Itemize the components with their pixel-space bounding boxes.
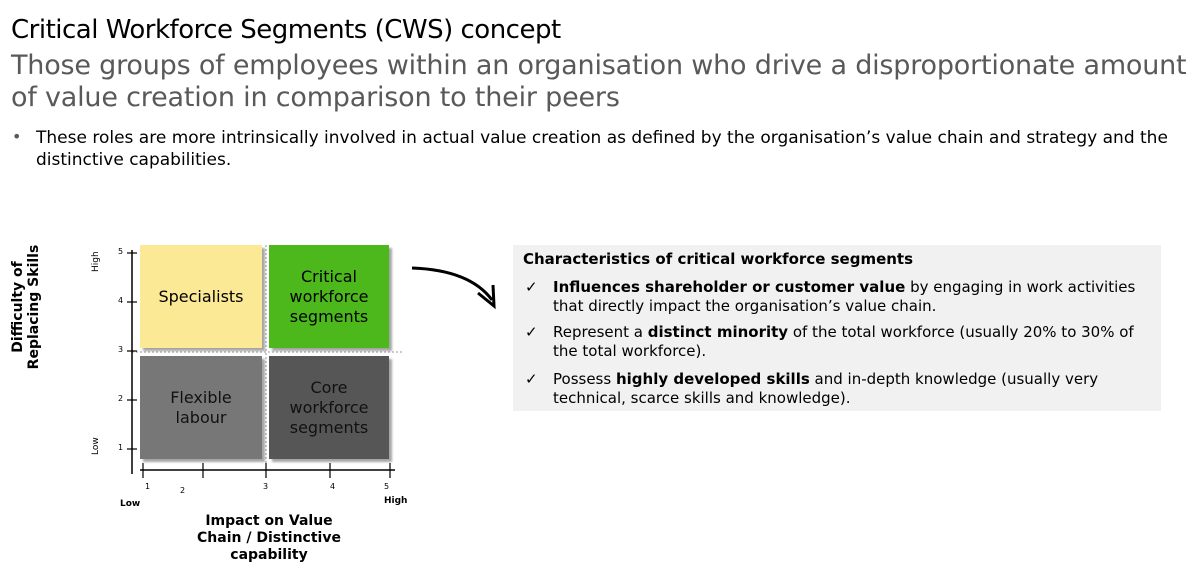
flexible-label-line-2: labour (175, 407, 227, 427)
characteristic-bold-1: Influences shareholder or customer value (553, 278, 906, 296)
arrow-head-icon (477, 284, 496, 310)
x-tick-label-3: 3 (263, 482, 269, 491)
x-axis-title: Impact on Value Chain / Distinctive capa… (190, 513, 348, 564)
characteristic-rest-2: of the total workforce (usually 20% to 3… (553, 323, 1134, 360)
core-label-line-2: workforce (289, 397, 369, 417)
check-icon: ✓ (525, 323, 538, 341)
y-axis-title-line-1: Difficulty of (10, 261, 26, 353)
characteristic-rest-1: by engaging in work activities that dire… (553, 278, 1136, 315)
characteristics-title: Characteristics of critical workforce se… (523, 250, 914, 268)
x-axis-title-line-1: Impact on Value (205, 513, 333, 529)
y-axis-high-label: High (91, 251, 101, 272)
x-axis-title-line-3: capability (230, 547, 308, 563)
y-tick-label-5: 5 (118, 247, 124, 256)
intro-bullet-text: These roles are more intrinsically invol… (36, 128, 1168, 170)
x-axis-low-label: Low (120, 499, 141, 509)
characteristic-pre-2: Represent a (553, 323, 648, 341)
curved-arrow-icon (411, 266, 494, 301)
x-axis-title-line-2: Chain / Distinctive (197, 530, 341, 546)
y-tick-label-3: 3 (118, 345, 124, 354)
critical-label-line-3: segments (289, 306, 369, 326)
x-tick-label-5: 5 (384, 482, 390, 491)
y-tick-label-2: 2 (118, 394, 124, 403)
specialists-label: Specialists (158, 286, 244, 306)
y-tick-label-4: 4 (118, 296, 124, 305)
y-axis-title: Difficulty of Replacing Skills (10, 242, 42, 372)
bullet-icon: • (12, 127, 22, 146)
y-tick-label-1: 1 (118, 443, 124, 452)
y-axis-low-label: Low (91, 437, 101, 455)
check-icon: ✓ (525, 278, 538, 296)
quadrant-specialists: Specialists (140, 245, 262, 348)
y-axis-title-line-2: Replacing Skills (26, 244, 42, 370)
page-subtitle: Those groups of employees within an orga… (11, 50, 1187, 113)
flexible-label-line-1: Flexible (170, 387, 232, 407)
critical-label-line-1: Critical (301, 266, 357, 286)
quadrant-core-workforce-segments: Core workforce segments (269, 356, 389, 459)
page-title: Critical Workforce Segments (CWS) concep… (11, 15, 561, 45)
x-tick-label-4: 4 (330, 482, 336, 491)
critical-label-line-2: workforce (289, 286, 369, 306)
check-icon: ✓ (525, 370, 538, 388)
core-label-line-1: Core (310, 377, 348, 397)
characteristic-bold-2: distinct minority (647, 323, 789, 341)
quadrant-flexible-labour: Flexible labour (140, 356, 262, 459)
characteristic-text-1: Influences shareholder or customer value… (553, 278, 1153, 316)
characteristic-pre-3: Possess (553, 370, 616, 388)
x-tick-label-2: 2 (180, 486, 186, 495)
quadrant-critical-workforce-segments: Critical workforce segments (269, 245, 389, 348)
x-tick-label-1: 1 (145, 482, 151, 491)
characteristics-panel: Characteristics of critical workforce se… (513, 245, 1161, 411)
characteristic-text-3: Possess highly developed skills and in-d… (553, 370, 1153, 408)
characteristic-bold-3: highly developed skills (615, 370, 810, 388)
characteristic-text-2: Represent a distinct minority of the tot… (553, 323, 1153, 361)
core-label-line-3: segments (289, 417, 369, 437)
characteristic-rest-3: and in-depth knowledge (usually very tec… (553, 370, 1099, 407)
x-axis-high-label: High (384, 496, 408, 506)
